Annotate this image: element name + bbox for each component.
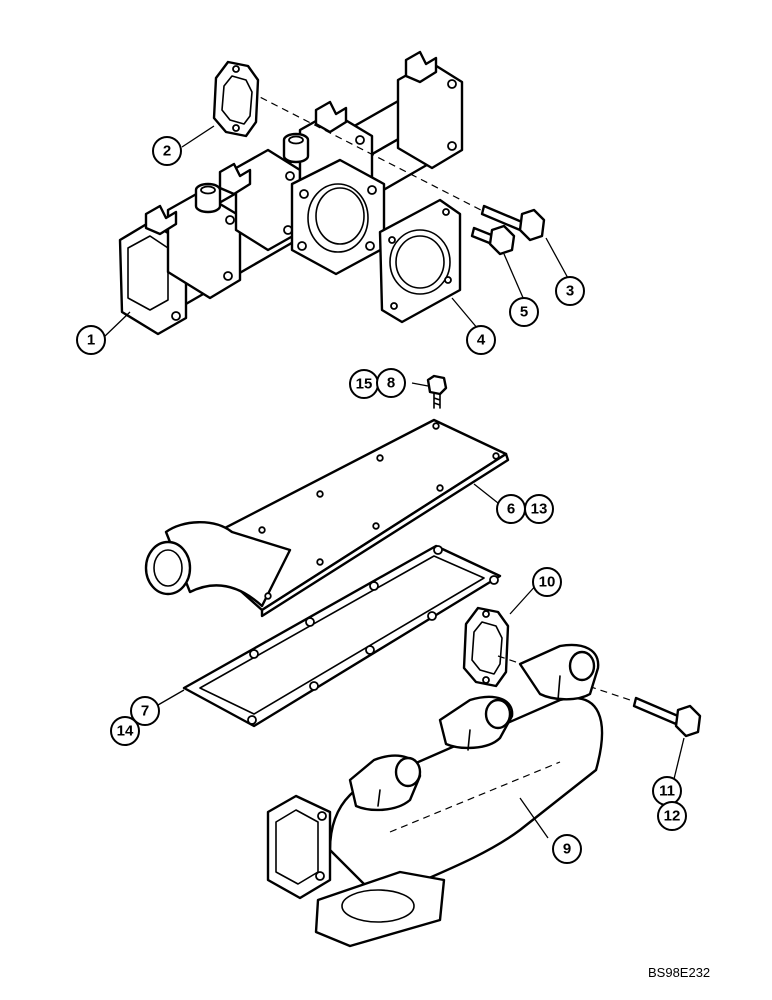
manifold-port-gasket-upper	[212, 60, 260, 138]
intake-cover-gasket	[182, 544, 502, 728]
callout-4: 4	[466, 325, 496, 355]
long-flange-bolt	[480, 204, 546, 242]
svg-text:5: 5	[520, 304, 528, 321]
svg-text:7: 7	[141, 703, 149, 720]
exhaust-manifold-lower	[266, 643, 604, 948]
svg-text:10: 10	[539, 574, 556, 591]
callout-5: 5	[509, 297, 539, 327]
leader-lines	[103, 125, 685, 839]
exhaust-manifold-upper	[118, 50, 464, 336]
svg-text:2: 2	[163, 143, 171, 160]
svg-text:13: 13	[531, 501, 548, 518]
svg-text:3: 3	[566, 283, 574, 300]
svg-text:11: 11	[659, 783, 675, 800]
figure-code: BS98E232	[648, 965, 710, 980]
callout-10: 10	[532, 567, 562, 597]
svg-text:15: 15	[356, 376, 373, 393]
manifold-port-gasket-lower	[462, 606, 510, 688]
callout-9: 9	[552, 834, 582, 864]
svg-text:14: 14	[117, 723, 134, 740]
callout-2: 2	[152, 136, 182, 166]
svg-text:12: 12	[664, 808, 681, 825]
short-flange-bolt	[470, 224, 516, 256]
callout-6: 6	[496, 494, 526, 524]
svg-text:9: 9	[563, 841, 571, 858]
callout-1: 1	[76, 325, 106, 355]
callout-3: 3	[555, 276, 585, 306]
callout-14: 14	[110, 716, 140, 746]
svg-text:6: 6	[507, 501, 515, 518]
svg-text:4: 4	[477, 332, 486, 349]
intake-cover	[144, 418, 510, 618]
outlet-flange-gasket	[378, 198, 462, 324]
lower-manifold-bolt	[632, 696, 702, 738]
svg-text:1: 1	[87, 332, 95, 349]
cover-screw	[426, 374, 448, 409]
svg-text:8: 8	[387, 375, 395, 392]
callout-12: 12	[657, 801, 687, 831]
callout-11: 11	[652, 776, 682, 806]
callout-13: 13	[524, 494, 554, 524]
callout-7: 7	[130, 696, 160, 726]
callout-15: 15	[349, 369, 379, 399]
callout-8: 8	[376, 368, 406, 398]
